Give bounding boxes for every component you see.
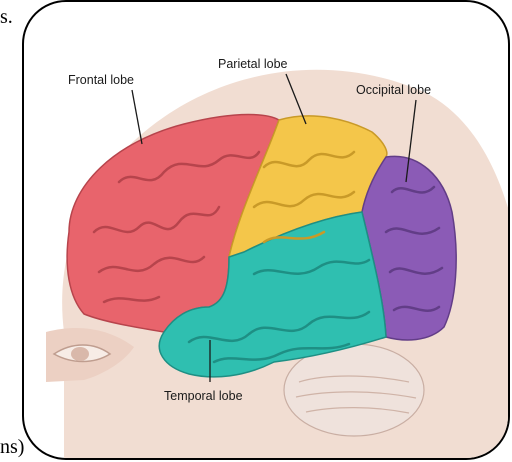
figure-frame: Frontal lobe Parietal lobe Occipital lob… <box>22 0 510 460</box>
label-parietal-lobe: Parietal lobe <box>218 57 288 71</box>
eye-iris <box>71 347 89 361</box>
text-fragment-bottom: ns) <box>0 436 24 459</box>
label-frontal-lobe: Frontal lobe <box>68 73 134 87</box>
text-fragment-top: s. <box>0 6 13 29</box>
label-temporal-lobe: Temporal lobe <box>164 389 243 403</box>
label-occipital-lobe: Occipital lobe <box>356 83 431 97</box>
frontal-leader-line <box>132 90 142 144</box>
brain-lobes-diagram: Frontal lobe Parietal lobe Occipital lob… <box>24 2 510 460</box>
